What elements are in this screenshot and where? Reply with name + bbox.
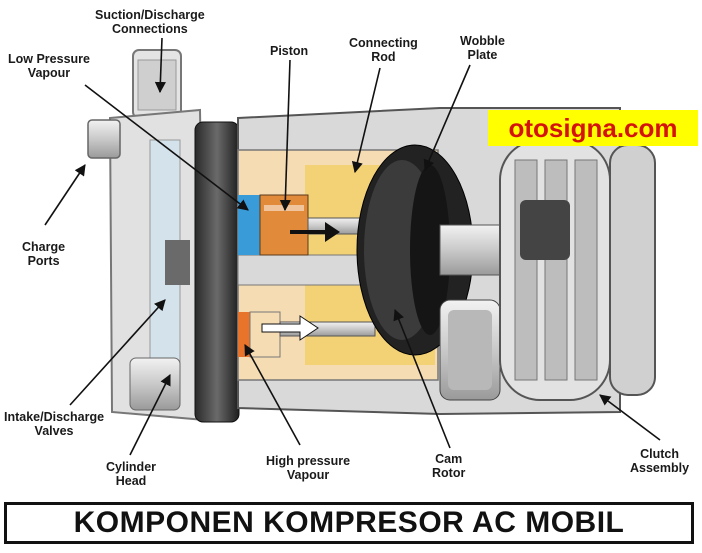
upper-piston	[259, 194, 309, 256]
label-clutch-assembly: Clutch Assembly	[630, 447, 689, 475]
label-charge-ports: Charge Ports	[22, 240, 65, 268]
label-line: Ports	[27, 254, 60, 268]
lower-piston	[249, 311, 281, 358]
charge-port-fitting	[87, 119, 121, 159]
label-line: Plate	[467, 48, 498, 62]
label-line: Cam	[435, 452, 463, 466]
title-box: KOMPONEN KOMPRESOR AC MOBIL	[4, 502, 694, 544]
label-line: Piston	[270, 44, 309, 58]
label-line: Charge	[22, 240, 66, 254]
label-line: Wobble	[460, 34, 505, 48]
label-line: Intake/Discharge	[4, 410, 105, 424]
suction-discharge-fitting	[132, 49, 182, 119]
wobble-plate	[356, 144, 474, 356]
page-title: KOMPONEN KOMPRESOR AC MOBIL	[73, 506, 625, 539]
label-cylinder-head: Cylinder Head	[106, 460, 156, 488]
valve-plate	[194, 121, 240, 423]
leader-lines	[44, 37, 661, 456]
cam-rotor	[439, 299, 501, 401]
label-line: Low Pressure	[8, 52, 90, 66]
label-line: Clutch	[640, 447, 679, 461]
flow-arrows	[261, 222, 340, 341]
label-low-pressure-vapour: Low Pressure Vapour	[8, 52, 90, 80]
label-piston: Piston	[270, 44, 308, 58]
label-line: Rod	[371, 50, 396, 64]
label-line: Vapour	[27, 66, 71, 80]
label-line: Connections	[112, 22, 188, 36]
label-line: High pressure	[266, 454, 351, 468]
label-wobble-plate: Wobble Plate	[460, 34, 505, 62]
label-connecting-rod: Connecting Rod	[349, 36, 418, 64]
label-line: Suction/Discharge	[95, 8, 205, 22]
label-line: Connecting	[349, 36, 418, 50]
label-line: Cylinder	[106, 460, 157, 474]
label-line: Rotor	[432, 466, 466, 480]
label-high-pressure-vapour: High pressure Vapour	[266, 454, 350, 482]
label-cam-rotor: Cam Rotor	[432, 452, 465, 480]
label-suction-discharge: Suction/Discharge Connections	[95, 8, 205, 36]
label-line: Vapour	[286, 468, 330, 482]
compressor-cutaway-diagram	[44, 37, 661, 456]
label-line: Assembly	[630, 461, 690, 475]
clutch-assembly	[499, 139, 656, 401]
label-line: Head	[115, 474, 147, 488]
label-intake-discharge-valves: Intake/Discharge Valves	[4, 410, 104, 438]
label-line: Valves	[34, 424, 74, 438]
watermark: otosigna.com	[488, 110, 698, 146]
bottom-fitting	[129, 357, 181, 411]
